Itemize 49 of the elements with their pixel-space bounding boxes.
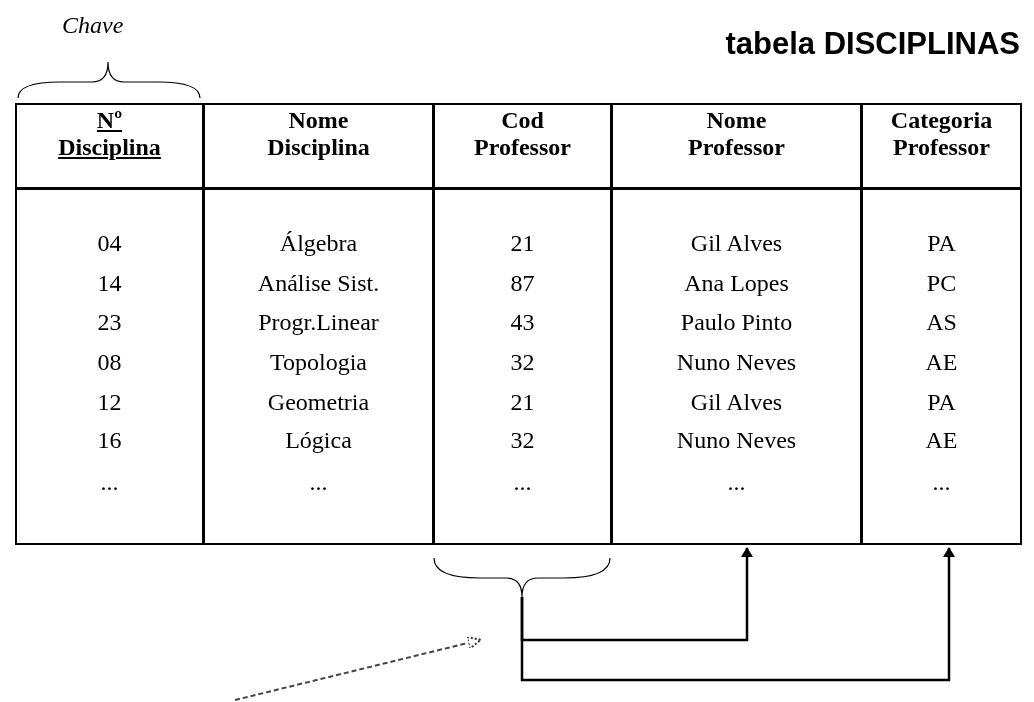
table-cell-text: 04: [96, 229, 123, 257]
table-cell-text: ...: [726, 468, 747, 496]
column-header: Nome Professor: [688, 107, 785, 161]
column-header: Nº Disciplina: [58, 107, 161, 161]
table-cell-text: Progr.Linear: [257, 308, 380, 336]
table-cell-text: ...: [308, 468, 329, 496]
table-column: [610, 103, 860, 545]
table-cell-text: 12: [96, 388, 123, 416]
table-cell-text: Paulo Pinto: [679, 308, 794, 336]
table-cell-text: 08: [96, 348, 123, 376]
column-header: Categoria Professor: [890, 107, 993, 161]
table-cell-text: Álgebra: [278, 229, 359, 257]
table-cell-text: Geometria: [266, 388, 371, 416]
table-cell-text: PA: [926, 229, 957, 257]
table-cell-text: 32: [509, 426, 536, 454]
table-cell-text: Nuno Neves: [675, 426, 798, 454]
table-cell-text: 21: [509, 388, 536, 416]
table-cell-text: AE: [924, 348, 959, 376]
table-cell-text: Topologia: [269, 348, 368, 376]
arrow: [520, 547, 753, 642]
table-cell-text: 23: [96, 308, 123, 336]
table-column: [860, 103, 1022, 545]
table-cell-text: 32: [509, 348, 536, 376]
table-cell-text: ...: [99, 468, 120, 496]
table-cell-text: 43: [509, 308, 536, 336]
column-header: Cod Professor: [474, 107, 571, 161]
table-column: [15, 103, 202, 545]
table-cell-text: 21: [509, 229, 536, 257]
table-column: [432, 103, 610, 545]
table-cell-text: 14: [96, 269, 123, 297]
table-cell-text: Ana Lopes: [683, 269, 790, 297]
table-cell-text: Gil Alves: [689, 388, 784, 416]
table-cell-text: Análise Sist.: [256, 269, 381, 297]
table-cell-text: AS: [925, 308, 958, 336]
table-column: [202, 103, 432, 545]
table-cell-text: PC: [925, 269, 958, 297]
table-cell-text: Gil Alves: [689, 229, 784, 257]
table-cell-text: Nuno Neves: [675, 348, 798, 376]
table-title: tabela DISCIPLINAS: [725, 26, 1020, 62]
table-cell-text: PA: [926, 388, 957, 416]
table-cell-text: AE: [924, 426, 959, 454]
table-cell-text: 16: [96, 426, 123, 454]
table-cell-text: 87: [509, 269, 536, 297]
table-cell-text: ...: [512, 468, 533, 496]
arrow: [520, 547, 955, 682]
table-cell-text: Lógica: [284, 426, 353, 454]
key-label: Chave: [62, 12, 124, 39]
table-cell-text: ...: [931, 468, 952, 496]
column-header: Nome Disciplina: [267, 107, 370, 161]
